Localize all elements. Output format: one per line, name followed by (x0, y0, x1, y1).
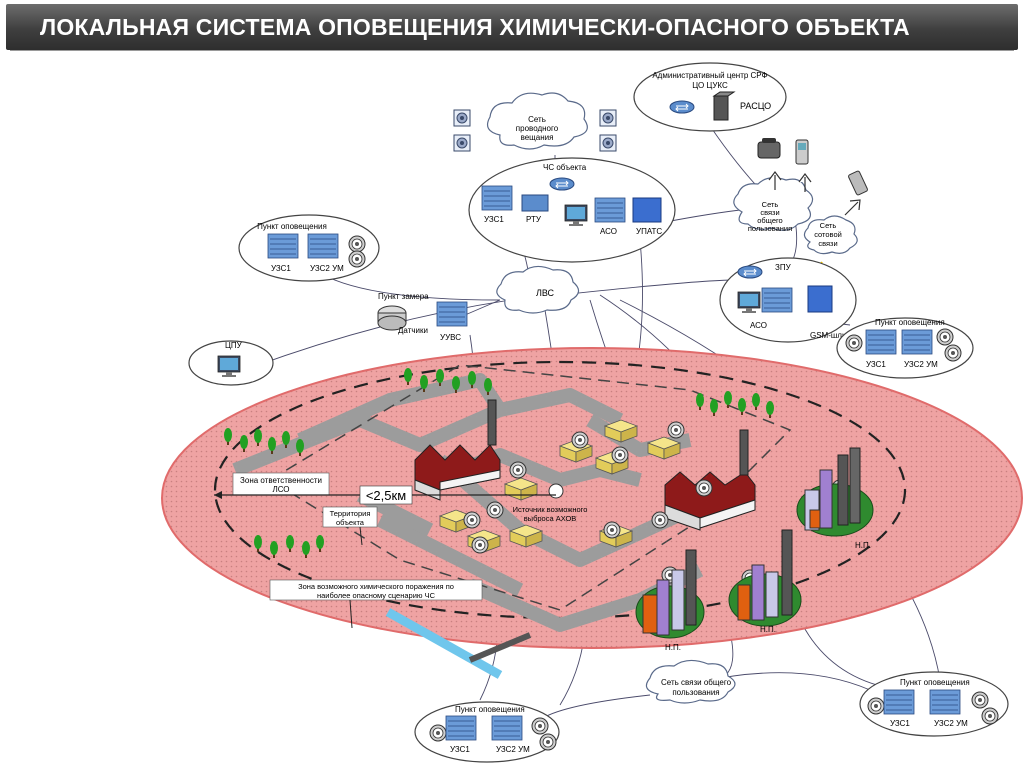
public-network-cloud-bottom: Сеть связи общего пользования (645, 659, 736, 704)
lso-zone-label: Зона ответственности ЛСО (232, 472, 330, 496)
notification-point-bottom-right: Пункт оповещения УЗС1 УЗС2 УМ (859, 671, 1009, 737)
settlement-1-label: Н.П. (855, 541, 871, 550)
fence-dashes (268, 364, 792, 611)
svg-text:Сеть связи общего: Сеть связи общего (661, 678, 732, 687)
svg-text:УЗС1: УЗС1 (866, 360, 886, 369)
svg-text:УЗС2 УМ: УЗС2 УМ (934, 719, 968, 728)
slide-title: ЛОКАЛЬНАЯ СИСТЕМА ОПОВЕЩЕНИЯ ХИМИЧЕСКИ-О… (40, 14, 910, 40)
notification-point-left: Пункт оповещения УЗС1 УЗС2 УМ (238, 214, 380, 282)
settlement-3-label: Н.П. (760, 625, 776, 634)
backup-control-point: ЗПУ АСО GSM-шлюз (719, 257, 857, 343)
svg-text:ЦПУ: ЦПУ (225, 341, 243, 350)
admin-center-sublabel: ЦО ЦУКС (692, 81, 728, 90)
title-bar: ЛОКАЛЬНАЯ СИСТЕМА ОПОВЕЩЕНИЯ ХИМИЧЕСКИ-О… (6, 4, 1018, 50)
hazard-zone-label: Зона возможного химического поражения по… (269, 579, 483, 629)
emission-source-marker (548, 483, 564, 499)
svg-text:проводного: проводного (516, 124, 559, 133)
svg-text:АСО: АСО (600, 227, 617, 236)
svg-text:связи: связи (818, 239, 837, 248)
hazard-zone (161, 347, 1023, 649)
wired-broadcast-cloud: Сеть проводного вещания (453, 92, 617, 152)
notification-point-bottom: Пункт оповещения УЗС1 УЗС2 УМ (414, 701, 560, 763)
svg-text:<2,5км: <2,5км (366, 488, 406, 503)
svg-text:связи: связи (760, 208, 779, 217)
river-road (468, 632, 532, 663)
svg-text:Пункт оповещения: Пункт оповещения (455, 705, 525, 714)
svg-text:УЗС1: УЗС1 (271, 264, 291, 273)
svg-text:выброса АХОВ: выброса АХОВ (524, 514, 577, 523)
svg-text:GSM-шлюз: GSM-шлюз (810, 331, 852, 340)
svg-text:УЗС2 УМ: УЗС2 УМ (496, 745, 530, 754)
public-network-cloud-top: Сеть связи общего пользования (733, 177, 814, 233)
settlement-2 (635, 549, 705, 639)
svg-text:УЗС1: УЗС1 (450, 745, 470, 754)
svg-text:РТУ: РТУ (526, 215, 542, 224)
title-divider (10, 50, 1014, 51)
svg-text:Пункт оповещения: Пункт оповещения (900, 678, 970, 687)
svg-text:АСО: АСО (750, 321, 767, 330)
svg-text:пользования: пользования (748, 224, 792, 233)
factory-building-right (664, 429, 756, 531)
svg-text:пользования: пользования (672, 688, 719, 697)
svg-text:вещания: вещания (521, 133, 554, 142)
svg-text:Зона ответственности: Зона ответственности (240, 476, 322, 485)
svg-text:ЛСО: ЛСО (272, 485, 289, 494)
central-control-point: ЦПУ (188, 340, 274, 386)
distance-arrow (214, 491, 222, 499)
svg-text:Зона возможного химического по: Зона возможного химического поражения по (298, 582, 454, 591)
lvs-cloud: ЛВС (496, 265, 580, 314)
admin-center-label: Административный центр СРФ (652, 71, 767, 80)
cellular-network-cloud: Сеть сотовой связи (803, 215, 858, 283)
settlement-1 (796, 447, 874, 537)
svg-text:УУВС: УУВС (440, 333, 461, 342)
svg-text:УЗС2 УМ: УЗС2 УМ (904, 360, 938, 369)
svg-text:Сеть: Сеть (820, 221, 837, 230)
svg-text:объекта: объекта (336, 518, 365, 527)
svg-text:Датчики: Датчики (398, 326, 428, 335)
notification-point-right: Пункт оповещения УЗС1 УЗС2 УМ (836, 317, 974, 379)
emission-source-label: Источник возможного выброса АХОВ (513, 505, 588, 523)
rasco-label: РАСЦО (740, 101, 771, 111)
settlement-3 (728, 529, 802, 627)
svg-text:Пункт оповещения: Пункт оповещения (875, 318, 945, 327)
svg-text:Пункт замера: Пункт замера (378, 292, 429, 301)
svg-text:Сеть: Сеть (762, 200, 779, 209)
territory-label: Территория объекта (322, 506, 378, 546)
telephone-icons (757, 138, 868, 216)
object-emergency-node: ЧС объекта УЗС1 РТУ АСО УПАТС (468, 157, 676, 263)
svg-text:ЧС объекта: ЧС объекта (543, 163, 587, 172)
svg-text:Территория: Территория (330, 509, 371, 518)
svg-text:сотовой: сотовой (814, 230, 842, 239)
svg-text:УПАТС: УПАТС (636, 227, 662, 236)
svg-text:УЗС2 УМ: УЗС2 УМ (310, 264, 344, 273)
svg-text:Пункт оповещения: Пункт оповещения (257, 222, 327, 231)
river (385, 608, 503, 679)
admin-center-node: Административный центр СРФ ЦО ЦУКС РАСЦО (633, 62, 787, 132)
svg-text:Сеть: Сеть (528, 115, 546, 124)
svg-text:Источник возможного: Источник возможного (513, 505, 588, 514)
settlement-2-label: Н.П. (665, 643, 681, 652)
distance-label: <2,5км (359, 485, 413, 505)
svg-text:УЗС1: УЗС1 (890, 719, 910, 728)
svg-text:ЛВС: ЛВС (536, 288, 555, 298)
measurement-point: Пункт замера Датчики УУВС (377, 292, 468, 342)
svg-text:наиболее опасному сценарию ЧС: наиболее опасному сценарию ЧС (317, 591, 436, 600)
svg-text:УЗС1: УЗС1 (484, 215, 504, 224)
svg-text:общего: общего (757, 216, 782, 225)
svg-text:ЗПУ: ЗПУ (775, 263, 792, 272)
